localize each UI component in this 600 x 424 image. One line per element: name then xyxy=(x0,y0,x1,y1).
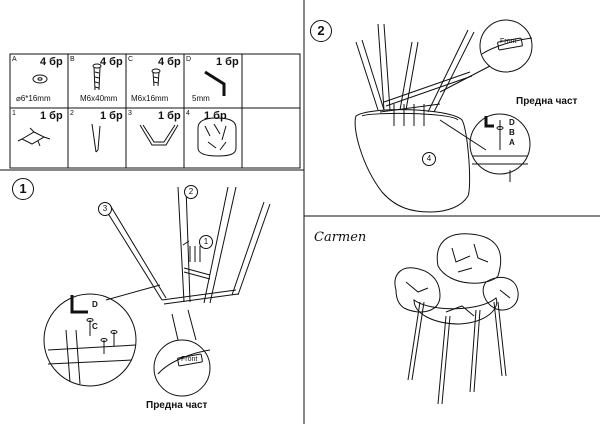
step2-label-a: A xyxy=(509,138,515,147)
step1-front-tag: Front xyxy=(181,356,198,363)
part-b-desc: M6x40mm xyxy=(80,94,118,103)
component-1-qty: 1 бр xyxy=(40,110,63,122)
component-1-num: 1 xyxy=(12,110,16,117)
part-d-letter: D xyxy=(186,56,192,63)
bolt-long-icon xyxy=(92,63,102,91)
step1-front-label: Предна част xyxy=(146,400,208,411)
part-b-qty: 4 бр xyxy=(100,56,123,68)
parts-table xyxy=(9,53,301,169)
cross-bracket-icon xyxy=(17,127,51,147)
leg-pair-icon xyxy=(91,123,101,153)
component-2-qty: 1 бр xyxy=(100,110,123,122)
component-4-num: 4 xyxy=(186,110,190,117)
step2-label-d: D xyxy=(509,118,515,127)
part-c-desc: M6x16mm xyxy=(131,94,169,103)
allen-key-icon xyxy=(204,70,226,96)
part-c-qty: 4 бр xyxy=(158,56,181,68)
part-a-letter: A xyxy=(12,56,17,63)
part-d-qty: 1 бр xyxy=(216,56,239,68)
component-3-qty: 1 бр xyxy=(158,110,181,122)
step1-label-d: D xyxy=(92,300,98,309)
step2-callout-4: 4 xyxy=(422,152,436,166)
part-c-letter: C xyxy=(128,56,134,63)
product-name: Carmen xyxy=(314,230,367,245)
step1-callout-2: 2 xyxy=(184,185,198,199)
step2-label-b: B xyxy=(509,128,515,137)
step1-label-c: C xyxy=(92,322,98,331)
frame-icon xyxy=(139,124,179,146)
step1-number: 1 xyxy=(12,178,34,200)
step2-drawing xyxy=(354,19,533,213)
step2-front-label: Предна част xyxy=(516,96,578,107)
part-a-qty: 4 бр xyxy=(40,56,63,68)
step2-front-tag: Front xyxy=(500,38,517,45)
seat-icon xyxy=(197,117,237,157)
part-d-desc: 5mm xyxy=(192,94,210,103)
component-4-qty: 1 бр xyxy=(204,110,227,122)
component-3-num: 3 xyxy=(128,110,132,117)
bolt-short-icon xyxy=(151,68,161,87)
step2-number: 2 xyxy=(310,20,332,42)
step1-drawing xyxy=(43,186,271,397)
component-2-num: 2 xyxy=(70,110,74,117)
step1-callout-1: 1 xyxy=(199,235,213,249)
part-a-desc: ⌀6*16mm xyxy=(16,94,51,103)
chair-illustration xyxy=(394,233,519,405)
washer-icon xyxy=(32,74,48,84)
step1-callout-3: 3 xyxy=(98,202,112,216)
part-b-letter: B xyxy=(70,56,75,63)
